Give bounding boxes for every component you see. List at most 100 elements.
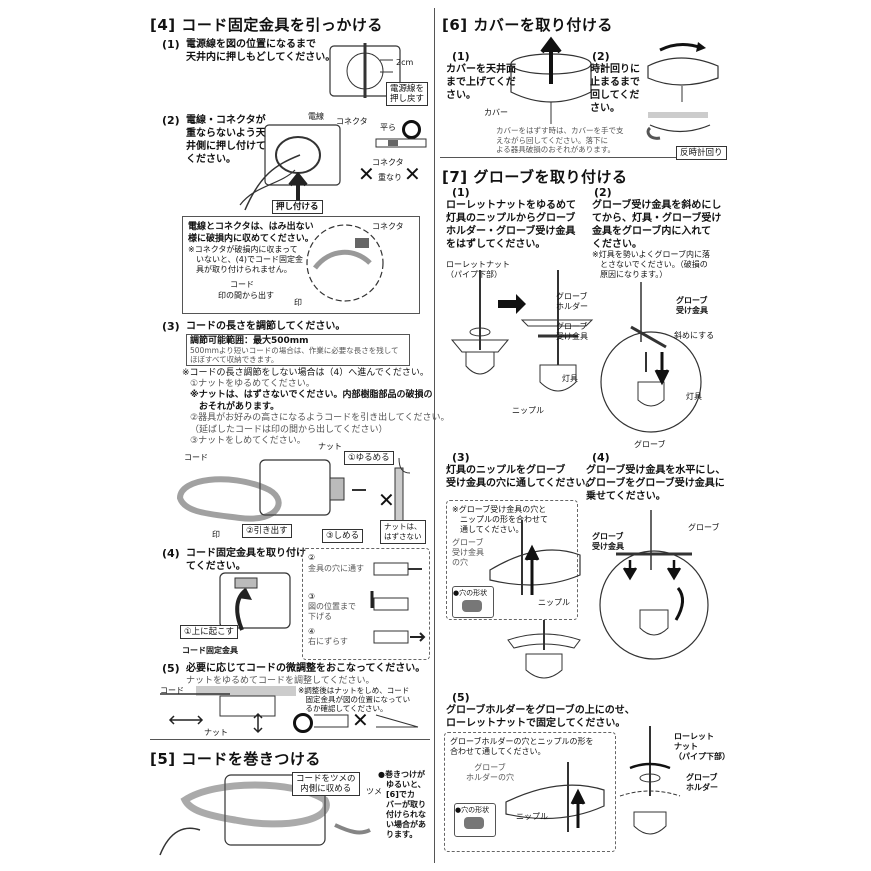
adjustable-range-title: 調節可能範囲：最大500mm	[190, 336, 309, 346]
globe-receiver-label-3: グローブ 受け金具	[592, 532, 624, 551]
step-3-text: 図の位置まで 下げる	[308, 602, 356, 621]
globe-receiver-label-2: グローブ 受け金具	[676, 296, 708, 315]
holder-through-nipple-illustration	[505, 762, 605, 832]
hole-shape-icon	[462, 600, 482, 612]
step-7-4-number: (4)	[592, 451, 610, 464]
step-4-5-text: 必要に応じてコードの微調整をおこなってください。	[186, 663, 426, 674]
adjustable-range-box	[186, 334, 410, 366]
hole-shape-icon-2	[464, 817, 484, 829]
nipple-label-2: ニップル	[538, 598, 570, 607]
globe-receiver-label: グローブ 受け金具	[556, 322, 588, 341]
bracket-step-diagrams	[370, 562, 426, 644]
column-divider	[434, 8, 435, 863]
section-divider-6-7	[440, 157, 720, 158]
ng-cross-icon-2: ✕	[404, 162, 421, 186]
step-7-3-text: 灯具のニップルをグローブ 受け金具の穴に通してください。	[446, 465, 596, 489]
section-7-title: [7] グローブを取り付ける	[442, 168, 628, 186]
lamp-label: 灯具	[562, 374, 578, 383]
step-7-3-note: ※グローブ受け金具の穴と ニップルの形を合わせて 通してください。	[452, 505, 548, 534]
hole-shape-box	[452, 586, 494, 618]
cord-bracket-label: コード固定金具	[182, 646, 238, 655]
step-4-text: 右にずらす	[308, 637, 348, 646]
wire-label: 電線	[308, 112, 324, 121]
step-7-2-text: グローブ受け金具を斜めにし てから、灯具・グローブ受け 金具をグローブ内に入れて…	[592, 200, 722, 250]
holder-hole-label: グローブ ホルダーの穴	[466, 763, 514, 782]
step-7-3-number: (3)	[452, 451, 470, 464]
step-7-5-note: グローブホルダーの穴とニップルの形を 合わせて通してください。	[450, 737, 594, 756]
mark-label-2: 印	[212, 530, 220, 539]
section-4-title: [4] コード固定金具を引っかける	[150, 16, 383, 34]
step-7-1-number: (1)	[452, 186, 470, 199]
globe-holder-removal-illustration	[450, 270, 594, 392]
step-2-text: 金具の穴に通す	[308, 564, 364, 573]
hole-shape-label: ●穴の形状	[453, 589, 488, 597]
step-7-5-number: (5)	[452, 691, 470, 704]
cover-label: カバー	[484, 108, 508, 117]
step-4-2-number: (2)	[162, 114, 180, 127]
claw-label: ツメ	[366, 787, 382, 796]
step-7-2-note: ※灯具を勢いよくグローブ内に落 とさないでください。（破損の 原因になります。）	[592, 250, 711, 279]
overlap-label: 重なり	[378, 173, 402, 182]
adjustable-range-body: 500mmより短いコードの場合は、作業に必要な長さを残して ほぼすべて収納できま…	[190, 346, 399, 364]
cover-rotate-illustration	[647, 42, 719, 102]
step-7-1-text: ローレットナットをゆるめて 灯具のニップルからグローブ ホルダー・グローブ受け金…	[446, 200, 576, 250]
ng-cross-icon-3: ✕	[378, 488, 395, 512]
note-title: 電線とコネクタは、はみ出ない 様に破損内に収めてください。	[188, 222, 314, 244]
tighten-label: ③しめる	[322, 529, 364, 543]
cord-wind-illustration	[159, 774, 371, 856]
hole-shape-label-2: ●穴の形状	[455, 806, 490, 814]
loosen-label: ①ゆるめる	[344, 451, 394, 465]
step-4-3-number: (3)	[162, 320, 180, 333]
instruction-a4: ③ナットをしめてください。	[190, 436, 306, 446]
winding-note: ●巻きつけが ゆるいと、 [6]でカ バーが取り 付けられな い場合があ ります…	[378, 770, 426, 839]
step-4-number: ④	[308, 627, 316, 636]
step-6-2-text: 時計回りに 止まるまで 回してくだ さい。	[590, 64, 640, 114]
counterclockwise-label: 反時計回り	[676, 146, 727, 160]
raise-up-label: ①上に起こす	[180, 625, 238, 639]
flat-connector-diagram	[375, 138, 427, 148]
globe-insert-illustration	[600, 282, 702, 433]
step-6-1-text: カバーを天井面 まで上げてくだ さい。	[446, 64, 516, 101]
step-7-2-number: (2)	[594, 186, 612, 199]
step-7-5-text: グローブホルダーをグローブの上にのせ、 ローレットナットで固定してください。	[446, 705, 635, 729]
globe-holder-label: グローブ ホルダー	[556, 292, 588, 311]
fine-adjust-note: ※調整後はナットをしめ、コード 固定金具が図の位置になってい るか確認してくださ…	[298, 686, 411, 713]
step-3-number: ③	[308, 592, 316, 601]
connector-label-3: コネクタ	[372, 222, 404, 231]
connector-inside-illustration	[306, 224, 384, 302]
section-5-title: [5] コードを巻きつける	[150, 750, 321, 768]
flat-label: 平ら	[380, 123, 396, 132]
connector-label-2: コネクタ	[372, 158, 404, 167]
pull-out-label: ②引き出す	[242, 524, 292, 538]
cover-raise-illustration	[510, 36, 592, 124]
wrong-position-diagram	[375, 714, 419, 728]
hand-push-illustration	[239, 124, 341, 211]
mark-label: 印	[294, 298, 302, 307]
fine-adjust-illustration	[160, 686, 296, 734]
knurled-nut-label: ローレットナット （パイプ下部）	[446, 260, 510, 279]
nipple-through-hole-illustration	[489, 520, 581, 595]
wire-connector-note-box	[182, 216, 420, 314]
ng-cross-icon: ✕	[358, 162, 375, 186]
nipple-label-3: ニップル	[516, 812, 548, 821]
knurled-nut-fix-illustration	[619, 726, 681, 835]
instruction-a3: ②器具がお好みの高さになるようコードを引き出してください。 （延ばしたコードは印…	[190, 413, 450, 435]
nut-label: ナット	[318, 442, 342, 451]
ok-circle-icon-2	[293, 713, 313, 733]
hole-note-box	[446, 500, 578, 620]
receiver-hole-label: グローブ 受け金具 の穴	[452, 538, 484, 567]
instruction-a2: ※ナットは、はずさないでください。内部樹脂部品の破損の おそれがあります。	[190, 390, 433, 412]
step-4-1-number: (1)	[162, 38, 180, 51]
lamp-label-2: 灯具	[686, 392, 702, 401]
globe-label-2: グローブ	[688, 523, 720, 532]
ng-cross-icon-4: ✕	[352, 708, 369, 732]
section-6-title: [6] カバーを取り付ける	[442, 16, 613, 34]
step-2-number: ②	[308, 553, 316, 562]
cord-label-3: コード	[160, 686, 184, 695]
cord-inside-claw-label: コードをツメの 内側に収める	[292, 772, 360, 796]
step-4-3-text: コードの長さを調節してください。	[186, 321, 346, 332]
step-4-4-text: コード固定金具を取り付け てください。	[186, 548, 306, 572]
correct-position-diagram	[314, 714, 349, 728]
bracket-raise-illustration	[219, 572, 291, 631]
skip-note: ※コードの長さ調節をしない場合は（4）へ進んでください。	[182, 368, 429, 378]
